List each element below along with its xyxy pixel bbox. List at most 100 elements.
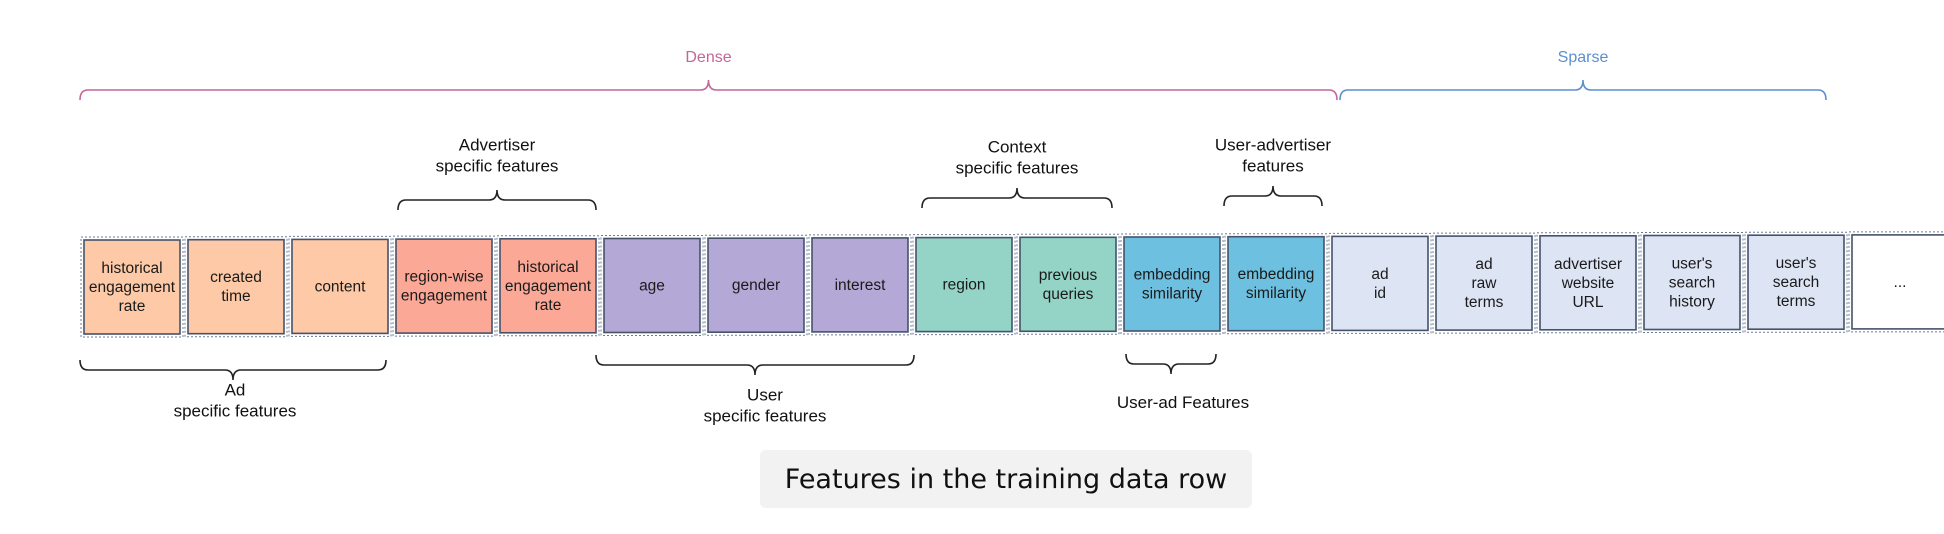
cell-label: ... <box>1894 274 1907 291</box>
cell-hatch <box>1328 232 1432 334</box>
cell-label-line: similarity <box>1142 286 1203 303</box>
cell-label-line: ... <box>1894 274 1907 291</box>
cell-box <box>187 238 285 335</box>
cell-label: user's search terms <box>1773 255 1820 310</box>
cell-label-line: terms <box>1777 293 1816 310</box>
cell-label-line: terms <box>1465 294 1504 311</box>
cell-label-line: ad <box>1371 266 1388 283</box>
cell-hatch <box>1536 232 1640 334</box>
cell-box <box>83 239 181 335</box>
cell-box <box>1331 235 1429 332</box>
label-user-features: User specific features <box>704 386 827 426</box>
label-user-features-line: User <box>747 386 783 405</box>
cell-box <box>1747 234 1845 330</box>
cell-label-line: search <box>1773 274 1820 291</box>
label-advertiser-features-line: specific features <box>436 157 559 176</box>
caption-box: Features in the training data row <box>760 450 1252 508</box>
cell-box <box>1539 235 1637 331</box>
label-user-advertiser-features-line: User-advertiser <box>1215 136 1332 155</box>
cell-hatch <box>1744 231 1848 333</box>
cell-label-line: age <box>639 278 665 295</box>
cell-box <box>707 237 805 333</box>
feature-cell: age <box>600 235 704 336</box>
label-context-features-line: Context <box>988 138 1047 157</box>
feature-cell: region <box>912 234 1016 336</box>
cell-hatch <box>80 236 184 338</box>
cell-box <box>1851 234 1944 330</box>
cell-box <box>811 237 909 333</box>
cell-hatch <box>808 234 912 336</box>
label-user-features-line: specific features <box>704 407 827 426</box>
cell-label: content <box>315 278 367 295</box>
brace-user-ad <box>1125 353 1217 375</box>
brace-dense <box>79 79 1338 101</box>
cell-label: embedding similarity <box>1238 266 1315 302</box>
cell-label-line: similarity <box>1246 285 1307 302</box>
cell-label-line: raw <box>1472 275 1498 292</box>
feature-cell: gender <box>704 234 808 336</box>
label-context-features: Context specific features <box>956 138 1079 178</box>
brace-user <box>595 354 915 376</box>
cell-label-line: id <box>1374 285 1386 302</box>
label-dense: Dense <box>685 49 731 66</box>
cell-label-line: embedding <box>1238 266 1315 283</box>
cell-label-line: created <box>210 269 262 286</box>
cell-box <box>1227 235 1325 332</box>
cell-label-line: content <box>315 278 367 295</box>
cell-label-line: URL <box>1572 294 1603 311</box>
cell-box <box>1435 235 1533 331</box>
label-advertiser-features: Advertiser specific features <box>436 136 559 176</box>
brace-ad <box>79 359 387 381</box>
brace-context <box>921 187 1113 209</box>
brace-advertiser <box>397 189 597 211</box>
label-context-features-line: specific features <box>956 159 1079 178</box>
cell-label-line: website <box>1561 275 1615 292</box>
cell-hatch <box>184 236 288 338</box>
cell-label-line: engagement <box>89 279 176 296</box>
label-ad-features-line: Ad <box>225 381 246 400</box>
cell-label: gender <box>732 277 780 294</box>
cell-hatch <box>496 235 600 337</box>
label-advertiser-features-line: Advertiser <box>459 136 536 155</box>
label-user-advertiser-features-line: features <box>1242 157 1303 176</box>
cell-label-line: historical <box>517 259 578 276</box>
cell-hatch <box>288 235 392 337</box>
brace-sparse <box>1339 79 1827 101</box>
cell-label-line: user's <box>1776 255 1817 272</box>
label-ad-features-line: specific features <box>174 402 297 421</box>
brace-user-advertiser <box>1223 185 1323 207</box>
cell-label-line: rate <box>119 298 146 315</box>
feature-cell: content <box>288 235 392 337</box>
feature-cell: user's search terms <box>1744 231 1848 333</box>
cell-hatch <box>1640 232 1744 333</box>
cell-box <box>1643 234 1741 331</box>
label-sparse: Sparse <box>1558 49 1609 66</box>
cell-label: region <box>942 277 985 294</box>
cell-box <box>915 236 1013 333</box>
diagram-caption: Features in the training data row <box>784 463 1228 495</box>
feature-cell: interest <box>808 234 912 336</box>
cell-label-line: previous <box>1039 267 1098 284</box>
cell-hatch <box>1120 233 1224 335</box>
cell-box <box>1123 236 1221 332</box>
cell-label-line: rate <box>535 297 562 314</box>
cell-box <box>1019 236 1117 333</box>
cell-label-line: search <box>1669 275 1716 292</box>
cell-box <box>291 238 389 335</box>
cell-label-line: interest <box>835 277 887 294</box>
cell-label-line: engagement <box>401 288 488 305</box>
cell-hatch <box>704 234 808 336</box>
cell-hatch <box>392 235 496 337</box>
cell-label: interest <box>835 277 887 294</box>
